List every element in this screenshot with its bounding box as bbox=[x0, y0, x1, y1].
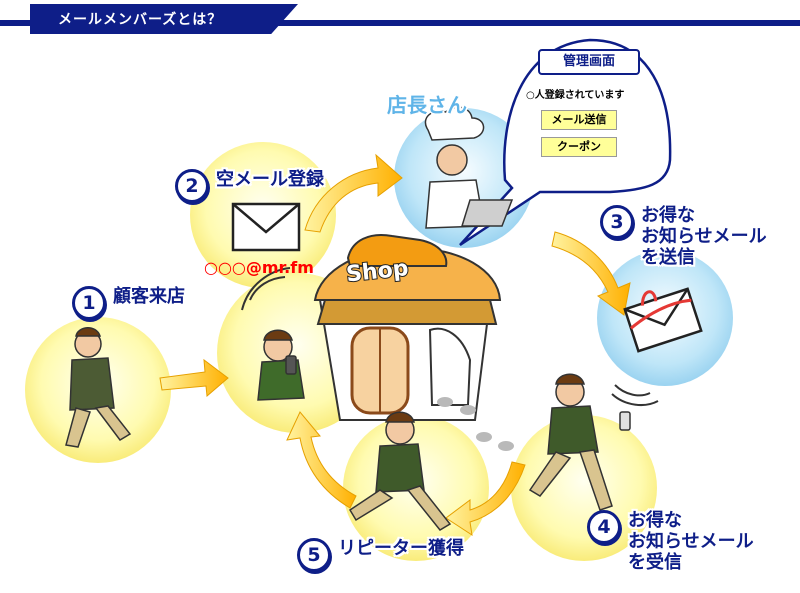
step-5: 5 リピーター獲得 bbox=[297, 538, 464, 572]
shop-sign: Shop bbox=[345, 256, 410, 287]
person-registering bbox=[257, 329, 305, 401]
header-tab bbox=[30, 4, 298, 34]
step-2: 2 空メール登録 bbox=[175, 169, 324, 203]
person-receiving bbox=[528, 373, 631, 511]
step-3-label: お得な お知らせメール を送信 bbox=[641, 205, 767, 268]
admin-panel-registered: ○人登録されています bbox=[526, 90, 625, 101]
shop-building bbox=[313, 234, 502, 421]
arrow-to-manager bbox=[304, 153, 403, 233]
arrow-to-store-return bbox=[286, 411, 357, 509]
email-address: ○○○@mr.fm bbox=[204, 258, 314, 277]
person-repeater bbox=[348, 411, 452, 531]
step-1-number: 1 bbox=[72, 286, 106, 320]
manager-label: 店長さん bbox=[387, 93, 467, 117]
person-customer bbox=[65, 327, 132, 448]
signal-waves bbox=[241, 267, 659, 407]
step-4-number: 4 bbox=[587, 510, 621, 544]
step-3-number: 3 bbox=[600, 205, 634, 239]
header-rule bbox=[0, 20, 800, 26]
admin-panel-title: 管理画面 bbox=[538, 49, 640, 75]
step-4: 4 お得な お知らせメール を受信 bbox=[587, 510, 754, 573]
send-envelope bbox=[623, 287, 703, 353]
header-title: メールメンバーズとは？ bbox=[58, 12, 223, 28]
step-1: 1 顧客来店 bbox=[72, 286, 185, 320]
send-mail-button[interactable]: メール送信 bbox=[541, 110, 617, 130]
coupon-button[interactable]: クーポン bbox=[541, 137, 617, 157]
footprints bbox=[437, 397, 514, 451]
arrow-to-send bbox=[551, 231, 631, 316]
step-3: 3 お得な お知らせメール を送信 bbox=[600, 205, 767, 268]
register-envelope bbox=[231, 202, 301, 252]
step-2-number: 2 bbox=[175, 169, 209, 203]
arrow-to-store bbox=[159, 358, 229, 398]
step-5-label: リピーター獲得 bbox=[338, 538, 464, 559]
step-1-label: 顧客来店 bbox=[113, 286, 185, 307]
person-manager bbox=[424, 106, 514, 229]
step-2-label: 空メール登録 bbox=[216, 169, 324, 190]
step-4-label: お得な お知らせメール を受信 bbox=[628, 510, 754, 573]
step-5-number: 5 bbox=[297, 538, 331, 572]
